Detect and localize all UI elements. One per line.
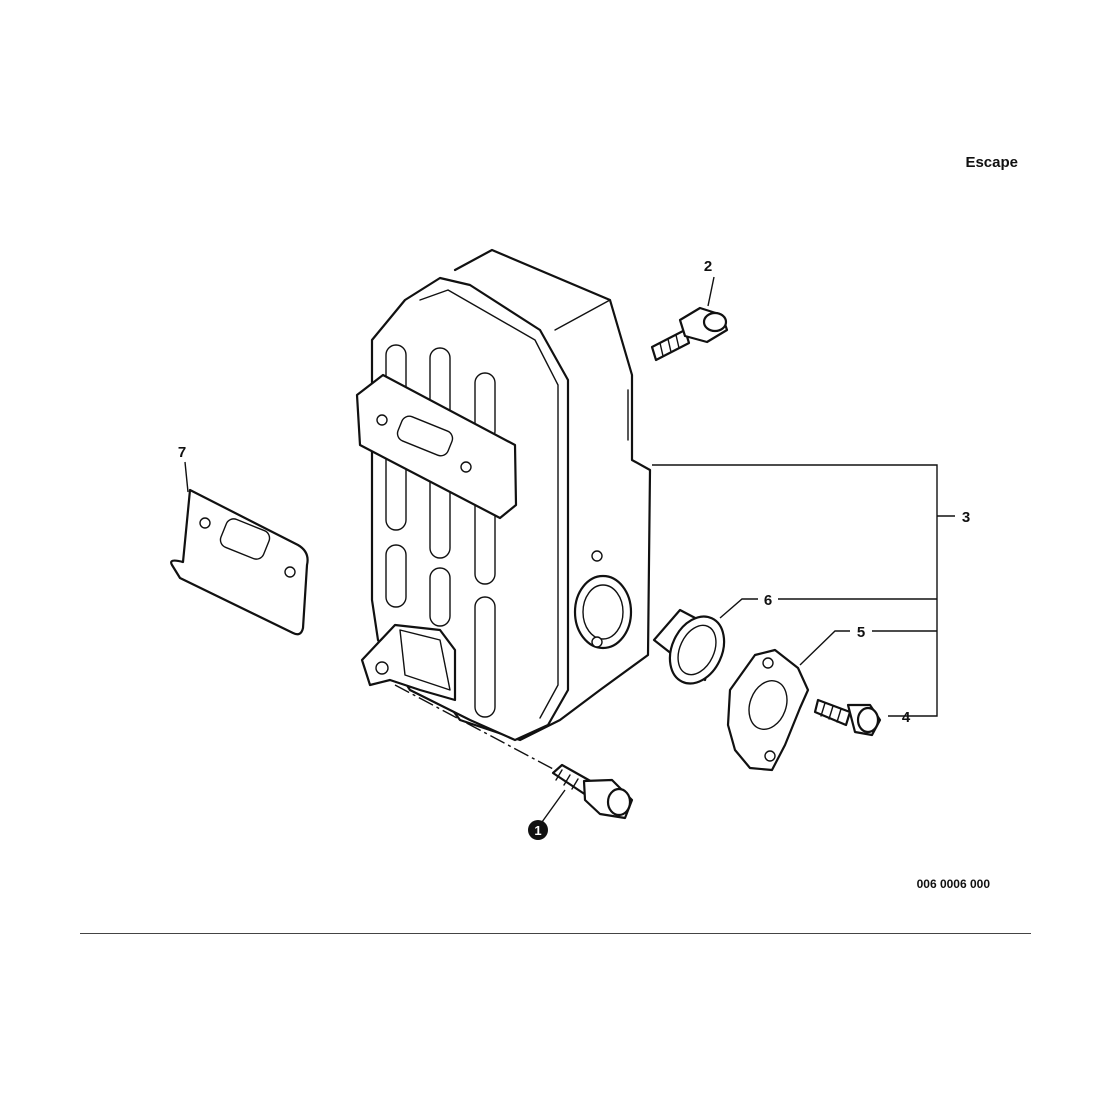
callout-6: 6 bbox=[764, 592, 772, 609]
assembly-centerline bbox=[394, 684, 556, 771]
callout-5: 5 bbox=[857, 624, 865, 641]
flange-part-5 bbox=[726, 648, 810, 772]
sleeve-part-6 bbox=[652, 608, 726, 685]
leader-lines bbox=[184, 276, 955, 823]
gasket-part-7 bbox=[170, 488, 309, 636]
section-title: Escape bbox=[965, 154, 1018, 171]
muffler-body bbox=[355, 248, 652, 742]
callout-7: 7 bbox=[178, 444, 186, 461]
figure-code: 006 0006 000 bbox=[916, 877, 990, 891]
callout-4: 4 bbox=[902, 709, 911, 726]
callout-2: 2 bbox=[704, 258, 712, 275]
bolt-part-2 bbox=[650, 306, 729, 362]
footer-divider bbox=[80, 933, 1031, 934]
screw-part-4 bbox=[813, 698, 882, 737]
callout-1-badge: 1 bbox=[528, 820, 548, 840]
callout-3: 3 bbox=[962, 509, 970, 526]
bolt-part-1 bbox=[551, 763, 634, 820]
callout-1: 1 bbox=[534, 823, 541, 838]
